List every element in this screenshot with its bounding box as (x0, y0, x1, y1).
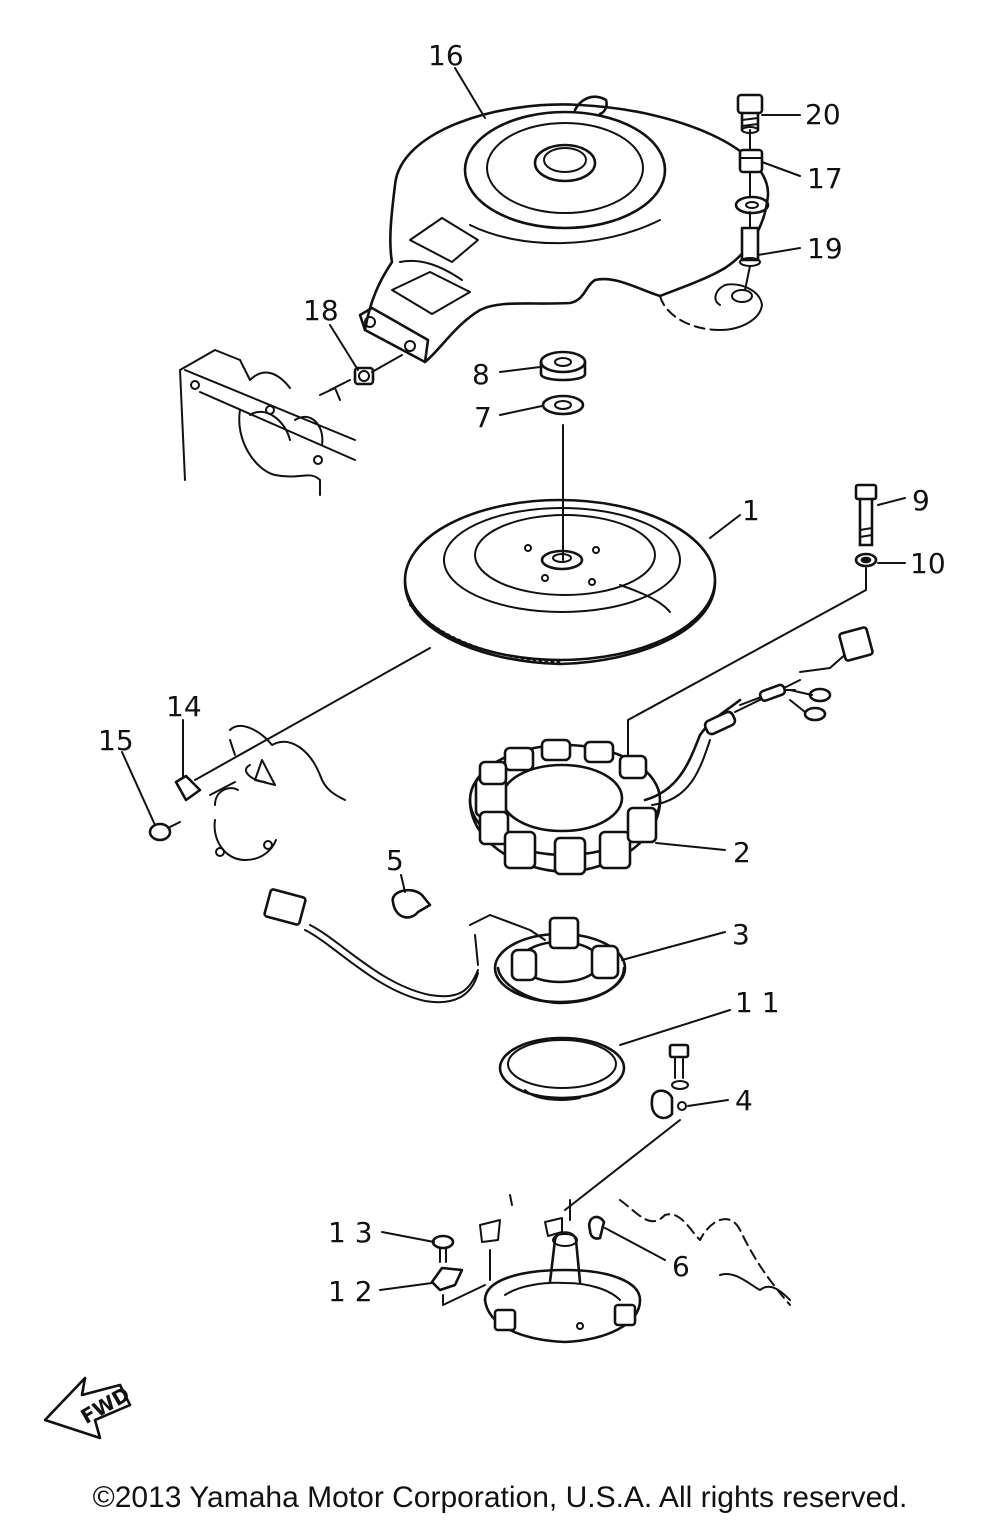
crankcase-base (479, 1194, 791, 1344)
callout-7: 7 (474, 401, 543, 434)
fwd-arrow-icon: FWD (43, 1376, 134, 1440)
callout-12: 1 2 (328, 1275, 433, 1308)
callout-9: 9 (877, 484, 930, 517)
callout-16: 16 (428, 39, 486, 119)
copyright-notice: ©2013 Yamaha Motor Corporation, U.S.A. A… (92, 1481, 908, 1514)
callout-15: 15 (98, 724, 156, 826)
callout-6-label: 6 (672, 1250, 690, 1283)
callout-20-label: 20 (805, 98, 841, 131)
callout-11: 1 1 (619, 986, 780, 1046)
callout-13-label: 1 3 (328, 1216, 373, 1249)
callout-3-label: 3 (732, 918, 750, 951)
callout-19-label: 19 (807, 232, 843, 265)
callout-1-label: 1 (742, 494, 760, 527)
callout-10-label: 10 (910, 547, 946, 580)
callout-18-label: 18 (303, 294, 339, 327)
callout-19: 19 (757, 232, 843, 265)
callout-14: 14 (166, 690, 202, 779)
cover-bolt-assembly (731, 93, 770, 303)
screw-clamp-4 (650, 1043, 690, 1120)
engine-bracket-sketch (179, 349, 356, 496)
callout-13: 1 3 (328, 1216, 435, 1249)
wire-clamp-5 (391, 888, 432, 919)
callout-14-label: 14 (166, 690, 202, 723)
callout-7-label: 7 (474, 401, 492, 434)
screw-13 (431, 1234, 455, 1263)
flywheel-cover (358, 95, 770, 364)
callout-17: 17 (761, 161, 843, 195)
flywheel-nut (539, 350, 587, 382)
callout-5-label: 5 (386, 844, 404, 877)
flywheel-washer (541, 394, 585, 416)
callout-6: 6 (604, 1227, 690, 1283)
callout-17-label: 17 (807, 162, 843, 195)
callout-12-label: 1 2 (328, 1275, 373, 1308)
callout-1: 1 (709, 494, 760, 539)
callout-4-label: 4 (735, 1084, 753, 1117)
stator-ring (498, 1036, 626, 1101)
callout-8-label: 8 (472, 358, 490, 391)
callout-15-label: 15 (98, 724, 134, 757)
callout-3: 3 (621, 918, 750, 961)
callout-2: 2 (655, 836, 751, 869)
callout-2-label: 2 (733, 836, 751, 869)
flywheel (403, 498, 717, 666)
callout-20: 20 (761, 98, 841, 131)
callout-10: 10 (877, 547, 946, 580)
callout-8: 8 (472, 358, 541, 391)
callout-11-label: 1 1 (735, 986, 780, 1019)
bolt-9 (854, 483, 878, 547)
washer-10 (854, 552, 878, 568)
pulser-coil (263, 888, 627, 1005)
engine-side-sketch (213, 725, 346, 861)
screw-15 (148, 821, 181, 842)
cover-bolt-18 (329, 354, 403, 391)
callout-4: 4 (687, 1084, 753, 1117)
callout-18: 18 (303, 294, 359, 371)
callout-16-label: 16 (428, 39, 464, 72)
clip-12 (430, 1266, 464, 1292)
callout-9-label: 9 (912, 484, 930, 517)
woodruff-key-6 (587, 1215, 606, 1240)
callout-5: 5 (386, 844, 406, 893)
stator (468, 626, 874, 876)
